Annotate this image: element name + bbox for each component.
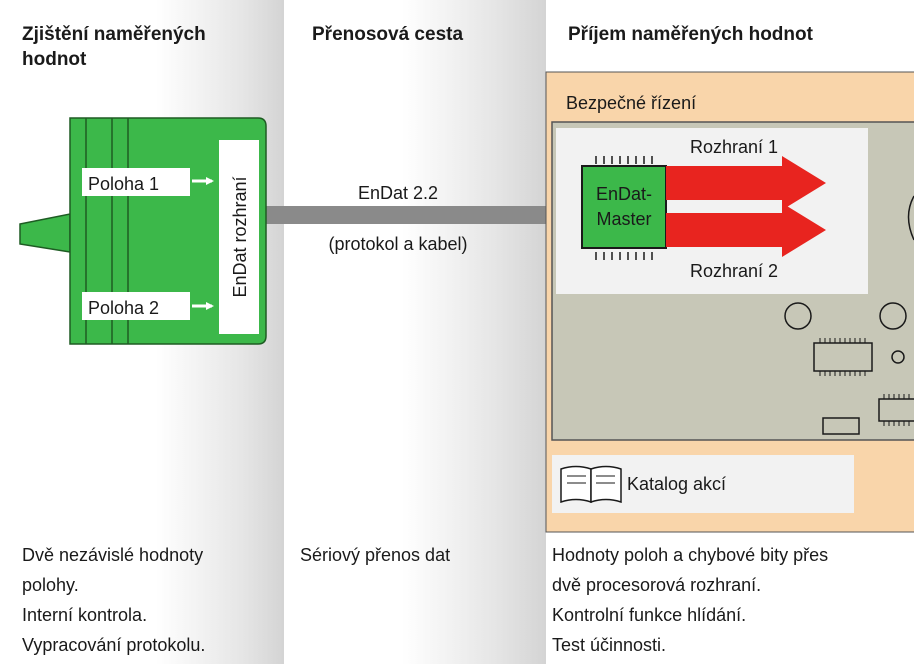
measurement-line-2: polohy. [22,575,79,595]
reception-line-1: Hodnoty poloh a chybové bity přes [552,545,829,565]
interface-2-arrow [666,203,826,257]
reception-description: Hodnoty poloh a chybové bity přes dvě pr… [552,540,828,660]
column-transmission-bg [284,0,546,664]
transmission-name: EnDat 2.2 [358,183,438,203]
interface-2-label: Rozhraní 2 [690,261,778,281]
safe-controller: Bezpečné řízení EnDat- Master Rozhraní 1… [545,71,914,533]
position-1-box [82,168,190,196]
position-2-box [82,292,190,320]
heading-reception: Příjem naměřených hodnot [568,24,813,45]
transmission-line-1: Sériový přenos dat [300,545,451,565]
board-chip-2 [878,394,914,426]
endat-master-chip: EnDat- Master [581,156,667,260]
measurement-description: Dvě nezávislé hodnoty polohy. Interní ko… [22,540,205,660]
measurement-line-1: Dvě nezávislé hodnoty [22,545,204,565]
reception-line-4: Test účinnosti. [552,635,667,655]
master-label-line1: EnDat- [596,184,652,204]
board-connector [907,195,914,241]
board-chip-1 [813,338,873,376]
catalog-label: Katalog akcí [627,474,726,494]
reception-line-2: dvě procesorová rozhraní. [552,575,762,595]
encoder-shaft [19,213,71,253]
transmission-detail: (protokol a kabel) [328,234,467,254]
endat-interface-box [219,140,259,334]
endat-cable [262,206,558,224]
board-hole-small [891,350,905,364]
heading-measurement: Zjištění naměřených hodnot [22,24,206,70]
board-hole-2 [879,302,907,330]
measurement-line-4: Vypracování protokolu. [22,635,206,655]
position-1-label: Poloha 1 [88,174,159,194]
interface-1-label: Rozhraní 1 [690,137,778,157]
position-2-label: Poloha 2 [88,298,159,318]
endat-interface-label: EnDat rozhraní [230,176,250,297]
measurement-line-3: Interní kontrola. [22,605,148,625]
transmission-description: Sériový přenos dat [300,540,450,570]
master-label-line2: Master [596,209,651,229]
controller-title: Bezpečné řízení [566,93,696,113]
book-icon [560,465,622,504]
board-hole-1 [784,302,812,330]
board-component [822,417,860,435]
heading-transmission: Přenosová cesta [312,24,464,45]
interface-1-arrow [666,156,826,210]
encoder-device: EnDat rozhraní Poloha 1 Poloha 2 [19,117,267,345]
reception-line-3: Kontrolní funkce hlídání. [552,605,747,625]
